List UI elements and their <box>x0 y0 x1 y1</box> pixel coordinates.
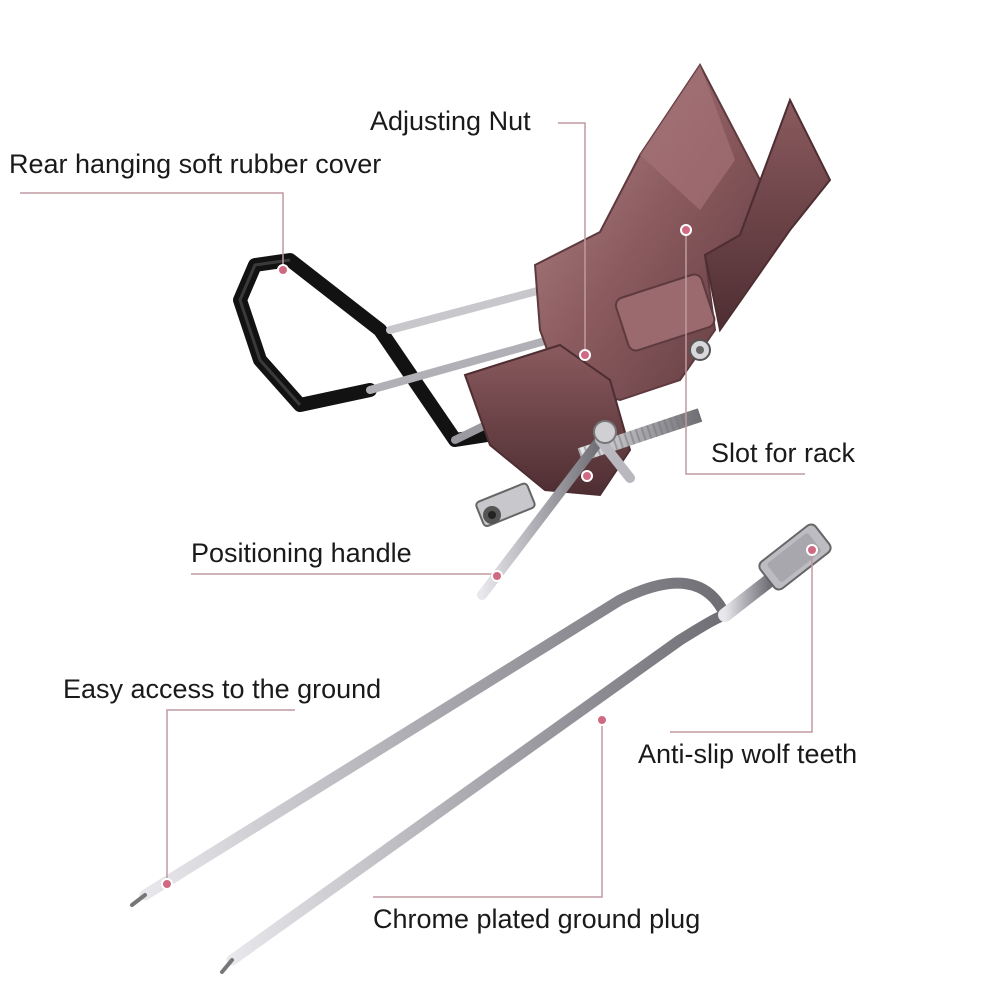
marker-screw <box>581 470 593 482</box>
rubber-cover <box>233 253 527 447</box>
label-adjusting-nut: Adjusting Nut <box>370 106 531 136</box>
leader-slot <box>685 230 805 475</box>
marker-wolf <box>806 544 818 556</box>
positioning-handle <box>477 420 635 600</box>
markers <box>161 224 818 890</box>
marker-rear-cover <box>277 264 289 276</box>
label-easy-access: Easy access to the ground <box>63 674 382 704</box>
leader-lines <box>20 122 813 898</box>
label-rear-cover: Rear hanging soft rubber cover <box>9 149 382 179</box>
leader-adjusting-nut <box>558 122 586 355</box>
marker-adjusting-nut <box>579 349 591 361</box>
leader-ground <box>166 709 295 884</box>
label-wolf-teeth: Anti-slip wolf teeth <box>638 739 858 769</box>
marker-handle <box>491 570 503 582</box>
label-slot-for-rack: Slot for rack <box>711 438 856 468</box>
leader-rear-cover <box>20 192 284 270</box>
label-positioning-handle: Positioning handle <box>191 538 412 568</box>
marker-ground <box>161 878 173 890</box>
leader-plug <box>373 720 603 898</box>
ground-stake <box>130 523 832 974</box>
adjusting-screw <box>475 408 703 527</box>
holder-body <box>463 63 832 497</box>
marker-slot <box>680 224 692 236</box>
marker-plug <box>596 714 608 726</box>
leader-wolf <box>670 550 813 733</box>
label-ground-plug: Chrome plated ground plug <box>373 904 701 934</box>
